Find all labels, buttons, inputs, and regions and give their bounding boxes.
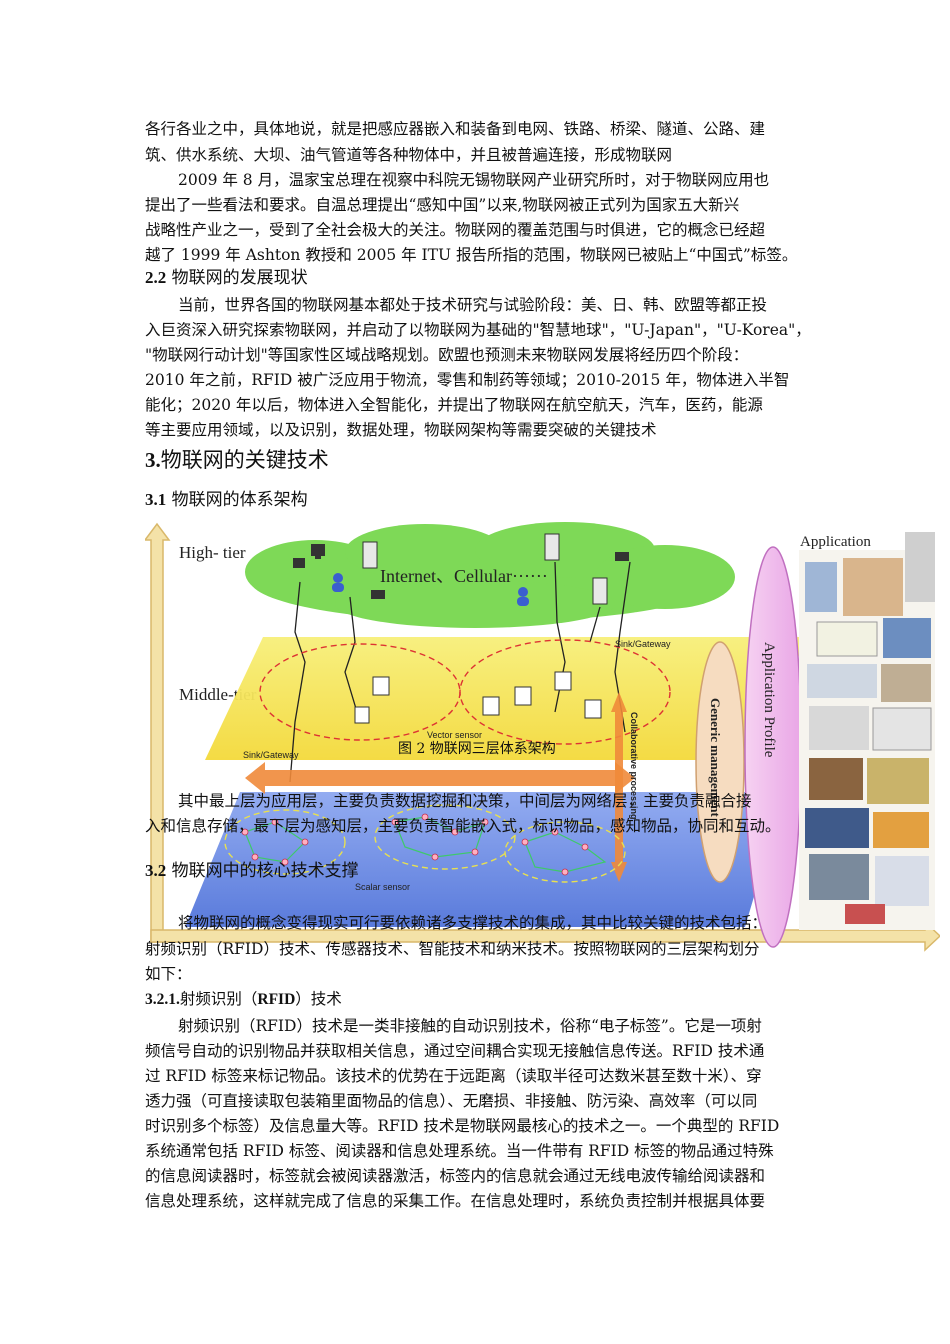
sensing-layer	[185, 792, 785, 927]
user-icon	[517, 587, 529, 606]
application-profile-label: Application Profile	[761, 642, 777, 758]
node-icon	[514, 686, 532, 706]
sink-gateway-label: Sink/Gateway	[615, 639, 671, 649]
section-title: 物联网的关键技术	[160, 448, 329, 472]
node-icon	[584, 699, 602, 719]
section-heading-3: 3.物联网的关键技术	[145, 446, 329, 474]
section-title: 射频识别（	[179, 990, 258, 1008]
section-title: 物联网中的核心技术支撑	[171, 861, 359, 881]
body-text-line: 系统通常包括 RFID 标签、阅读器和信息处理系统。当一件带有 RFID 标签的…	[145, 1142, 774, 1160]
body-text-line: 将物联网的概念变得现实可行要依赖诸多支撑技术的集成，其中比较关键的技术包括：	[178, 914, 768, 932]
section-number: 3.	[145, 448, 161, 472]
camera-icon	[615, 552, 629, 561]
section-number: 3.2.1.	[145, 991, 180, 1008]
vertical-axis-arrow	[145, 522, 171, 943]
body-text-line: 入巨资深入研究探索物联网，并启动了以物联网为基础的"智慧地球"，"U-Japan…	[145, 321, 808, 339]
application-images	[799, 532, 935, 930]
node-icon	[554, 671, 572, 691]
collaborative-arrow-horizontal	[245, 762, 635, 794]
section-number: 3.1	[145, 490, 167, 509]
architecture-diagram: High- tier Middle-tier Internet、Cellular…	[145, 522, 940, 952]
generic-management-label: Generic management	[708, 698, 723, 817]
user-icon	[332, 573, 344, 592]
vector-sensor-label: Vector sensor	[427, 730, 482, 740]
body-text-line: 筑、供水系统、大坝、油气管道等各种物体中，并且被普遍连接，形成物联网	[145, 146, 673, 164]
body-text-line: 过 RFID 标签来标记物品。该技术的优势在于远距离（读取半径可达数米甚至数十米…	[145, 1067, 762, 1085]
collaborative-processing-label: Collaborative processing	[629, 712, 639, 820]
body-text-line: 射频识别（RFID）技术、传感器技术、智能技术和纳米技术。按照物联网的三层架构划…	[145, 940, 760, 958]
collaborative-arrow-vertical	[611, 692, 627, 882]
body-text-line: 越了 1999 年 Ashton 教授和 2005 年 ITU 报告所指的范围，…	[145, 246, 798, 264]
body-text-line: 2010 年之前，RFID 被广泛应用于物流，零售和制药等领域；2010-201…	[145, 371, 790, 389]
architecture-figure: High- tier Middle-tier Internet、Cellular…	[145, 522, 940, 954]
body-text-line: 提出了一些看法和要求。自温总理提出“感知中国”以来,物联网被正式列为国家五大新兴	[145, 196, 740, 214]
section-number: 2.2	[145, 268, 167, 287]
sensor-cluster	[224, 809, 346, 875]
body-text-line: 当前，世界各国的物联网基本都处于技术研究与试验阶段：美、日、韩、欧盟等都正投	[178, 296, 768, 314]
section-heading-2-2: 2.2 物联网的发展现状	[145, 266, 308, 290]
node-icon	[372, 676, 390, 696]
section-title: 物联网的体系架构	[171, 490, 308, 510]
node-icon	[354, 706, 370, 724]
sensor-nodes	[241, 813, 589, 876]
body-text-line: 射频识别（RFID）技术是一类非接触的自动识别技术，俗称“电子标签”。它是一项射	[178, 1017, 762, 1035]
sensor-cluster	[374, 804, 516, 870]
body-text-line: 能化；2020 年以后，物体进入全智能化，并提出了物联网在航空航天，汽车，医药，…	[145, 396, 763, 414]
body-text-line: 的信息阅读器时，标签就会被阅读器激活，标签内的信息就会通过无线电波传输给阅读器和	[145, 1167, 766, 1185]
body-text-line: 各行各业之中，具体地说，就是把感应器嵌入和装备到电网、铁路、桥梁、隧道、公路、建	[145, 120, 766, 138]
body-text-line: 战略性产业之一，受到了全社会极大的关注。物联网的覆盖范围与时俱进，它的概念已经超	[145, 221, 766, 239]
section-heading-3-2-1: 3.2.1.射频识别（RFID）技术	[145, 988, 342, 1011]
section-heading-3-2: 3.2 物联网中的核心技术支撑	[145, 859, 359, 883]
section-number: 3.2	[145, 861, 167, 880]
laptop-icon	[371, 590, 385, 599]
body-text-line: 时识别多个标签）及信息量大等。RFID 技术是物联网最核心的技术之一。一个典型的…	[145, 1117, 780, 1135]
computer-icon	[311, 544, 325, 559]
section-title: 物联网的发展现状	[171, 268, 308, 288]
body-text-line: 等主要应用领域，以及识别，数据处理，物联网架构等需要突破的关键技术	[145, 421, 657, 439]
server-icon	[592, 577, 608, 605]
network-layer	[205, 637, 805, 760]
server-icon	[362, 541, 378, 569]
generic-management-panel	[695, 641, 745, 883]
section-heading-3-1: 3.1 物联网的体系架构	[145, 488, 308, 512]
body-text-line: 2009 年 8 月，温家宝总理在视察中科院无锡物联网产业研究所时，对于物联网应…	[178, 171, 770, 189]
node-icon	[482, 696, 500, 716]
body-text-line: 频信号自动的识别物品并获取相关信息，通过空间耦合实现无接触信息传送。RFID 技…	[145, 1042, 765, 1060]
cloud-label: Internet、Cellular······	[380, 566, 548, 586]
section-title: ）技术	[295, 990, 342, 1008]
body-text-line: 其中最上层为应用层，主要负责数据挖掘和决策，中间层为网络层，主要负责融合接	[178, 792, 752, 810]
sensor-cluster	[504, 821, 626, 883]
high-tier-label: High- tier	[179, 543, 246, 562]
cluster-right	[459, 639, 671, 745]
application-label: Application	[800, 534, 871, 550]
body-text-line: 信息处理系统，这样就完成了信息的采集工作。在信息处理时，系统负责控制并根据具体要	[145, 1192, 766, 1210]
scalar-sensor-label: Scalar sensor	[355, 882, 410, 892]
server-icon	[544, 533, 560, 561]
body-text-line: 入和信息存储，最下层为感知层，主要负责智能嵌入式，标识物品，感知物品，协同和互动…	[145, 817, 781, 835]
section-title-bold: RFID	[257, 991, 296, 1008]
figure-caption: 图 2 物联网三层体系架构	[398, 741, 556, 757]
body-text-line: "物联网行动计划"等国家性区域战略规划。欧盟也预测未来物联网发展将经历四个阶段：	[145, 346, 749, 364]
sink-gateway-label: Sink/Gateway	[243, 750, 299, 760]
computer-icon	[293, 558, 305, 568]
body-text-line: 透力强（可直接读取包装箱里面物品的信息）、无磨损、非接触、防污染、高效率（可以同	[145, 1092, 758, 1110]
body-text-line: 如下：	[145, 965, 192, 983]
